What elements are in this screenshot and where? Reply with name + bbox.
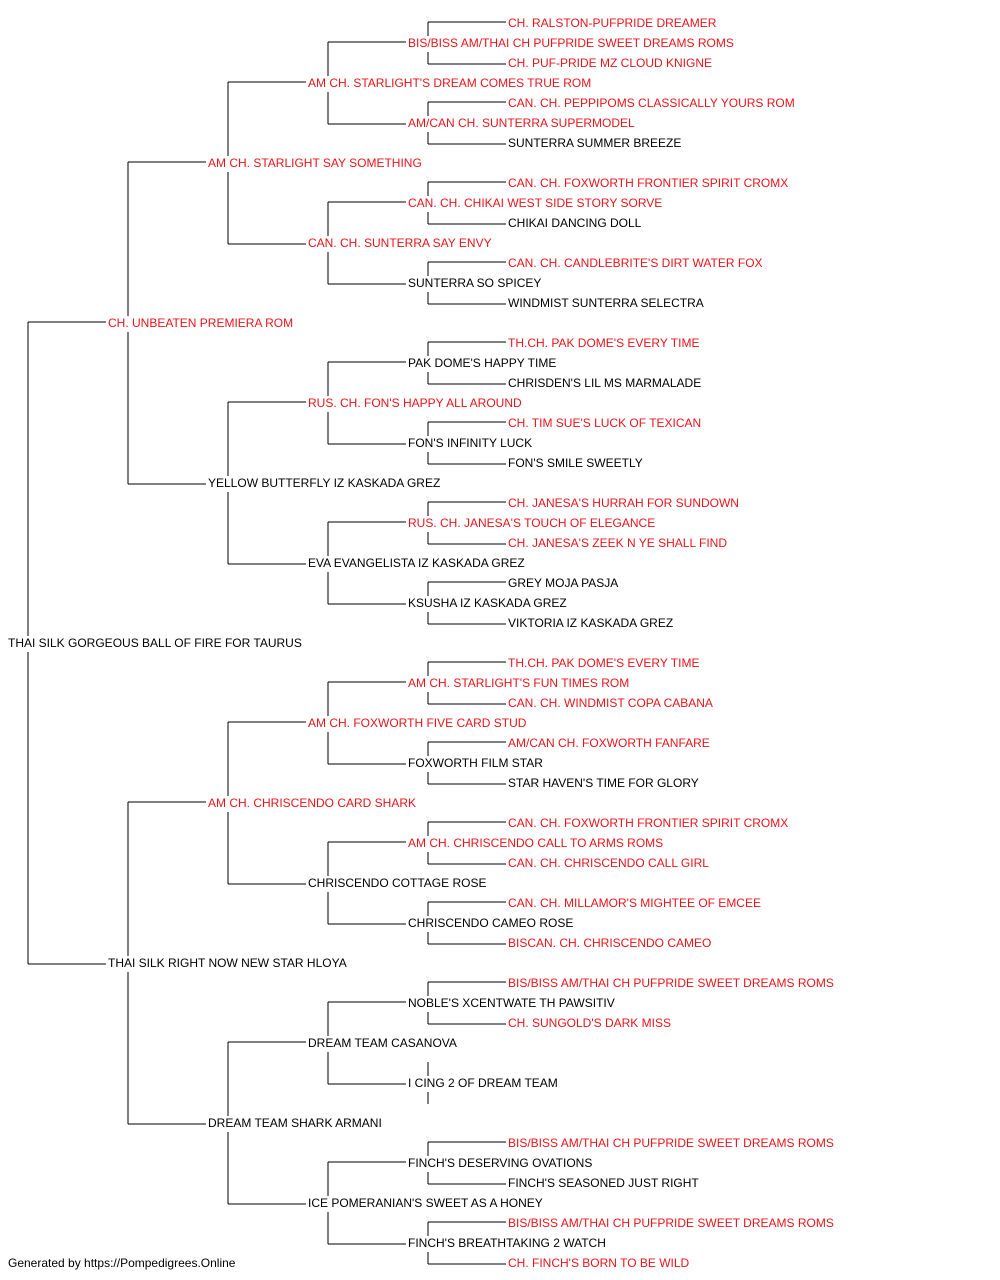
ancestor-name: EVA EVANGELISTA IZ KASKADA GREZ [308, 556, 525, 570]
ancestor-name: AM/CAN CH. FOXWORTH FANFARE [508, 736, 710, 750]
ancestor-name: STAR HAVEN'S TIME FOR GLORY [508, 776, 699, 790]
ancestor-name: CH. TIM SUE'S LUCK OF TEXICAN [508, 416, 701, 430]
ancestor-name: CH. FINCH'S BORN TO BE WILD [508, 1256, 690, 1270]
generated-by-footer: Generated by https://Pompedigrees.Online [8, 1256, 236, 1270]
ancestor-name: AM CH. STARLIGHT'S FUN TIMES ROM [408, 676, 629, 690]
ancestor-name: FINCH'S BREATHTAKING 2 WATCH [408, 1236, 606, 1250]
ancestor-name: DREAM TEAM SHARK ARMANI [208, 1116, 382, 1130]
ancestor-name: BISCAN. CH. CHRISCENDO CAMEO [508, 936, 711, 950]
ancestor-name: CH. RALSTON-PUFPRIDE DREAMER [508, 16, 717, 30]
ancestor-name: FINCH'S DESERVING OVATIONS [408, 1156, 592, 1170]
ancestor-name: RUS. CH. FON'S HAPPY ALL AROUND [308, 396, 522, 410]
ancestor-name: BIS/BISS AM/THAI CH PUFPRIDE SWEET DREAM… [508, 1216, 834, 1230]
ancestor-name: CAN. CH. CHRISCENDO CALL GIRL [508, 856, 709, 870]
ancestor-name: CH. UNBEATEN PREMIERA ROM [108, 316, 293, 330]
ancestor-name: BIS/BISS AM/THAI CH PUFPRIDE SWEET DREAM… [508, 1136, 834, 1150]
ancestor-name: TH.CH. PAK DOME'S EVERY TIME [508, 336, 699, 350]
ancestor-name: GREY MOJA PASJA [508, 576, 618, 590]
pedigree-connector-lines [27, 21, 506, 1265]
ancestor-name: FON'S SMILE SWEETLY [508, 456, 643, 470]
ancestor-name: AM CH. FOXWORTH FIVE CARD STUD [308, 716, 527, 730]
ancestor-name: CHRISCENDO CAMEO ROSE [408, 916, 573, 930]
ancestor-name: FINCH'S SEASONED JUST RIGHT [508, 1176, 699, 1190]
ancestor-name: I CING 2 OF DREAM TEAM [408, 1076, 558, 1090]
ancestor-name: CHIKAI DANCING DOLL [508, 216, 642, 230]
ancestor-name: CAN. CH. CANDLEBRITE'S DIRT WATER FOX [508, 256, 763, 270]
ancestor-name: RUS. CH. JANESA'S TOUCH OF ELEGANCE [408, 516, 655, 530]
ancestor-name: DREAM TEAM CASANOVA [308, 1036, 457, 1050]
ancestor-name: ICE POMERANIAN'S SWEET AS A HONEY [308, 1196, 543, 1210]
ancestor-name: SUNTERRA SO SPICEY [408, 276, 541, 290]
ancestor-name: CAN. CH. SUNTERRA SAY ENVY [308, 236, 492, 250]
ancestor-name: BIS/BISS AM/THAI CH PUFPRIDE SWEET DREAM… [508, 976, 834, 990]
ancestor-name: CAN. CH. WINDMIST COPA CABANA [508, 696, 713, 710]
pedigree-name-labels: THAI SILK GORGEOUS BALL OF FIRE FOR TAUR… [8, 16, 834, 1270]
ancestor-name: CAN. CH. CHIKAI WEST SIDE STORY SORVE [408, 196, 662, 210]
ancestor-name: AM CH. STARLIGHT SAY SOMETHING [208, 156, 422, 170]
ancestor-name: TH.CH. PAK DOME'S EVERY TIME [508, 656, 699, 670]
ancestor-name: YELLOW BUTTERFLY IZ KASKADA GREZ [208, 476, 440, 490]
ancestor-name: CH. JANESA'S ZEEK N YE SHALL FIND [508, 536, 727, 550]
ancestor-name: FOXWORTH FILM STAR [408, 756, 543, 770]
ancestor-name: WINDMIST SUNTERRA SELECTRA [508, 296, 704, 310]
ancestor-name: BIS/BISS AM/THAI CH PUFPRIDE SWEET DREAM… [408, 36, 734, 50]
ancestor-name: SUNTERRA SUMMER BREEZE [508, 136, 681, 150]
ancestor-name: PAK DOME'S HAPPY TIME [408, 356, 556, 370]
ancestor-name: CAN. CH. MILLAMOR'S MIGHTEE OF EMCEE [508, 896, 761, 910]
subject-name: THAI SILK GORGEOUS BALL OF FIRE FOR TAUR… [8, 636, 302, 650]
ancestor-name: AM CH. STARLIGHT'S DREAM COMES TRUE ROM [308, 76, 591, 90]
ancestor-name: CHRISCENDO COTTAGE ROSE [308, 876, 486, 890]
ancestor-name: CAN. CH. FOXWORTH FRONTIER SPIRIT CROMX [508, 176, 788, 190]
ancestor-name: CAN. CH. PEPPIPOMS CLASSICALLY YOURS ROM [508, 96, 795, 110]
ancestor-name: AM CH. CHRISCENDO CALL TO ARMS ROMS [408, 836, 663, 850]
ancestor-name: CH. JANESA'S HURRAH FOR SUNDOWN [508, 496, 739, 510]
ancestor-name: FON'S INFINITY LUCK [408, 436, 532, 450]
ancestor-name: KSUSHA IZ KASKADA GREZ [408, 596, 567, 610]
ancestor-name: NOBLE'S XCENTWATE TH PAWSITIV [408, 996, 615, 1010]
ancestor-name: THAI SILK RIGHT NOW NEW STAR HLOYA [108, 956, 347, 970]
ancestor-name: CH. SUNGOLD'S DARK MISS [508, 1016, 671, 1030]
ancestor-name: AM/CAN CH. SUNTERRA SUPERMODEL [408, 116, 635, 130]
ancestor-name: CAN. CH. FOXWORTH FRONTIER SPIRIT CROMX [508, 816, 788, 830]
ancestor-name: AM CH. CHRISCENDO CARD SHARK [208, 796, 416, 810]
ancestor-name: VIKTORIA IZ KASKADA GREZ [508, 616, 673, 630]
ancestor-name: CHRISDEN'S LIL MS MARMALADE [508, 376, 701, 390]
ancestor-name: CH. PUF-PRIDE MZ CLOUD KNIGNE [508, 56, 712, 70]
